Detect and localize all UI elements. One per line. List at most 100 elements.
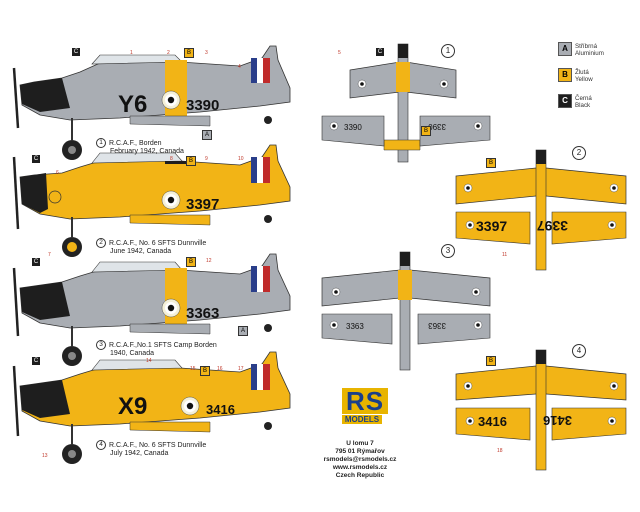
plan-number-2: 2 xyxy=(572,146,586,160)
callout-15: 15 xyxy=(190,366,196,372)
color-tag-c: C xyxy=(32,357,40,365)
rs-models-logo: RS MODELS xyxy=(342,388,389,424)
profile-serial: 3363 xyxy=(186,305,219,322)
legend-cz: Černá xyxy=(575,95,592,102)
color-tag-a: A xyxy=(202,130,212,140)
legend-en: Black xyxy=(575,102,591,109)
legend-en: Aluminium xyxy=(575,50,604,57)
address-line: 795 01 Rýmařov xyxy=(335,448,385,455)
callout-7: 7 xyxy=(48,252,51,258)
callout-11: 11 xyxy=(502,252,507,258)
legend-cz: Žlutá xyxy=(575,69,589,76)
wing-serial: 3416 xyxy=(478,414,507,429)
callout-2: 2 xyxy=(167,50,170,56)
color-tag-b: B xyxy=(486,158,496,168)
color-tag-c: C xyxy=(376,48,384,56)
color-tag-a: A xyxy=(238,326,248,336)
caption-line-1: R.C.A.F., No. 6 SFTS Dunnville xyxy=(109,441,207,449)
profile-4: X9 3416 xyxy=(12,351,291,464)
legend-swatch-yellow: B xyxy=(558,68,572,82)
callout-5: 5 xyxy=(338,50,341,56)
callout-18: 18 xyxy=(497,448,503,454)
plan-view-1 xyxy=(349,43,457,163)
color-tag-c: C xyxy=(72,48,80,56)
address-website: www.rsmodels.cz xyxy=(332,464,388,471)
wing-serial: 3416 xyxy=(543,413,572,428)
color-tag-b: B xyxy=(186,257,196,267)
legend-label-aluminium: Stříbrná Aluminium xyxy=(575,43,604,57)
wing-serial: 3397 xyxy=(537,218,568,234)
legend-swatch-black: C xyxy=(558,94,572,108)
plan-view-4 xyxy=(455,349,627,471)
wing-serial: 3363 xyxy=(346,322,364,331)
color-tag-b: B xyxy=(186,156,196,166)
color-tag-c: C xyxy=(32,155,40,163)
wing-serial: 3390 xyxy=(344,123,362,132)
profile-1: Y6 3390 xyxy=(12,45,291,160)
plan-number-3: 3 xyxy=(441,244,455,258)
profile-serial: 3390 xyxy=(186,97,219,114)
underside-view-4: 3416 3416 xyxy=(455,407,627,441)
profile-code-letters: X9 xyxy=(118,393,147,420)
color-tag-b: B xyxy=(421,126,431,136)
legend-cz: Stříbrná xyxy=(575,43,598,50)
plan-view-2 xyxy=(455,149,627,271)
address-email: rsmodels@rsmodels.cz xyxy=(323,456,397,463)
callout-17: 17 xyxy=(238,366,244,372)
caption-number: 4 xyxy=(96,440,106,450)
callout-1: 1 xyxy=(130,50,133,56)
callout-8: 8 xyxy=(170,156,173,162)
callout-16: 16 xyxy=(217,366,223,372)
callout-9: 9 xyxy=(205,156,208,162)
legend-en: Yellow xyxy=(575,76,593,83)
callout-13: 13 xyxy=(42,453,48,459)
profile-2: 3397 xyxy=(12,144,291,257)
profile-code-letters: Y6 xyxy=(118,91,147,118)
callout-6: 6 xyxy=(56,170,59,176)
plan-number-4: 4 xyxy=(572,344,586,358)
caption-line-2: February 1942, Canada xyxy=(110,148,184,156)
color-tag-b: B xyxy=(486,356,496,366)
caption-line-2: July 1942, Canada xyxy=(110,450,169,458)
callout-numbers: 1 2 3 4 5 6 7 8 9 10 11 12 13 14 15 16 1… xyxy=(42,50,507,459)
underside-view-3: 3363 3363 xyxy=(321,313,491,345)
caption-line-2: 1940, Canada xyxy=(110,350,154,358)
profile-3: 3363 xyxy=(12,253,291,366)
profile-serial: 3397 xyxy=(186,196,219,213)
underside-view-1: 3390 3390 xyxy=(321,115,491,147)
wing-serial: 3363 xyxy=(428,321,446,330)
logo-models: MODELS xyxy=(342,415,382,424)
address-line: Czech Republic xyxy=(335,472,385,479)
callout-3: 3 xyxy=(205,50,208,56)
legend-label-black: Černá Black xyxy=(575,95,592,109)
caption-number: 1 xyxy=(96,138,106,148)
caption-line-1: R.C.A.F., No. 6 SFTS Dunnville xyxy=(109,239,207,247)
plan-number-1: 1 xyxy=(441,44,455,58)
plan-view-3 xyxy=(321,251,491,371)
wing-serial: 3390 xyxy=(428,122,446,131)
color-tag-b: B xyxy=(184,48,194,58)
color-tag-b: B xyxy=(200,366,210,376)
underside-view-2: 3397 3397 xyxy=(455,211,627,245)
color-tag-c: C xyxy=(32,258,40,266)
caption-line-2: June 1942, Canada xyxy=(110,248,172,256)
callout-10: 10 xyxy=(238,156,244,162)
address-line: U lomu 7 xyxy=(346,440,374,447)
profile-serial: 3416 xyxy=(206,402,235,417)
callout-12: 12 xyxy=(206,258,212,264)
wing-serial: 3397 xyxy=(476,218,507,234)
caption-line-1: R.C.A.F.,No.1 SFTS Camp Borden xyxy=(109,341,217,349)
address-block: U lomu 7 795 01 Rýmařov rsmodels@rsmodel… xyxy=(318,440,402,480)
legend-swatch-aluminium: A xyxy=(558,42,572,56)
caption-line-1: R.C.A.F., Borden xyxy=(109,139,162,147)
legend-label-yellow: Žlutá Yellow xyxy=(575,69,593,83)
callout-4: 4 xyxy=(238,64,241,70)
callout-14: 14 xyxy=(146,358,152,364)
caption-number: 2 xyxy=(96,238,106,248)
caption-number: 3 xyxy=(96,340,106,350)
